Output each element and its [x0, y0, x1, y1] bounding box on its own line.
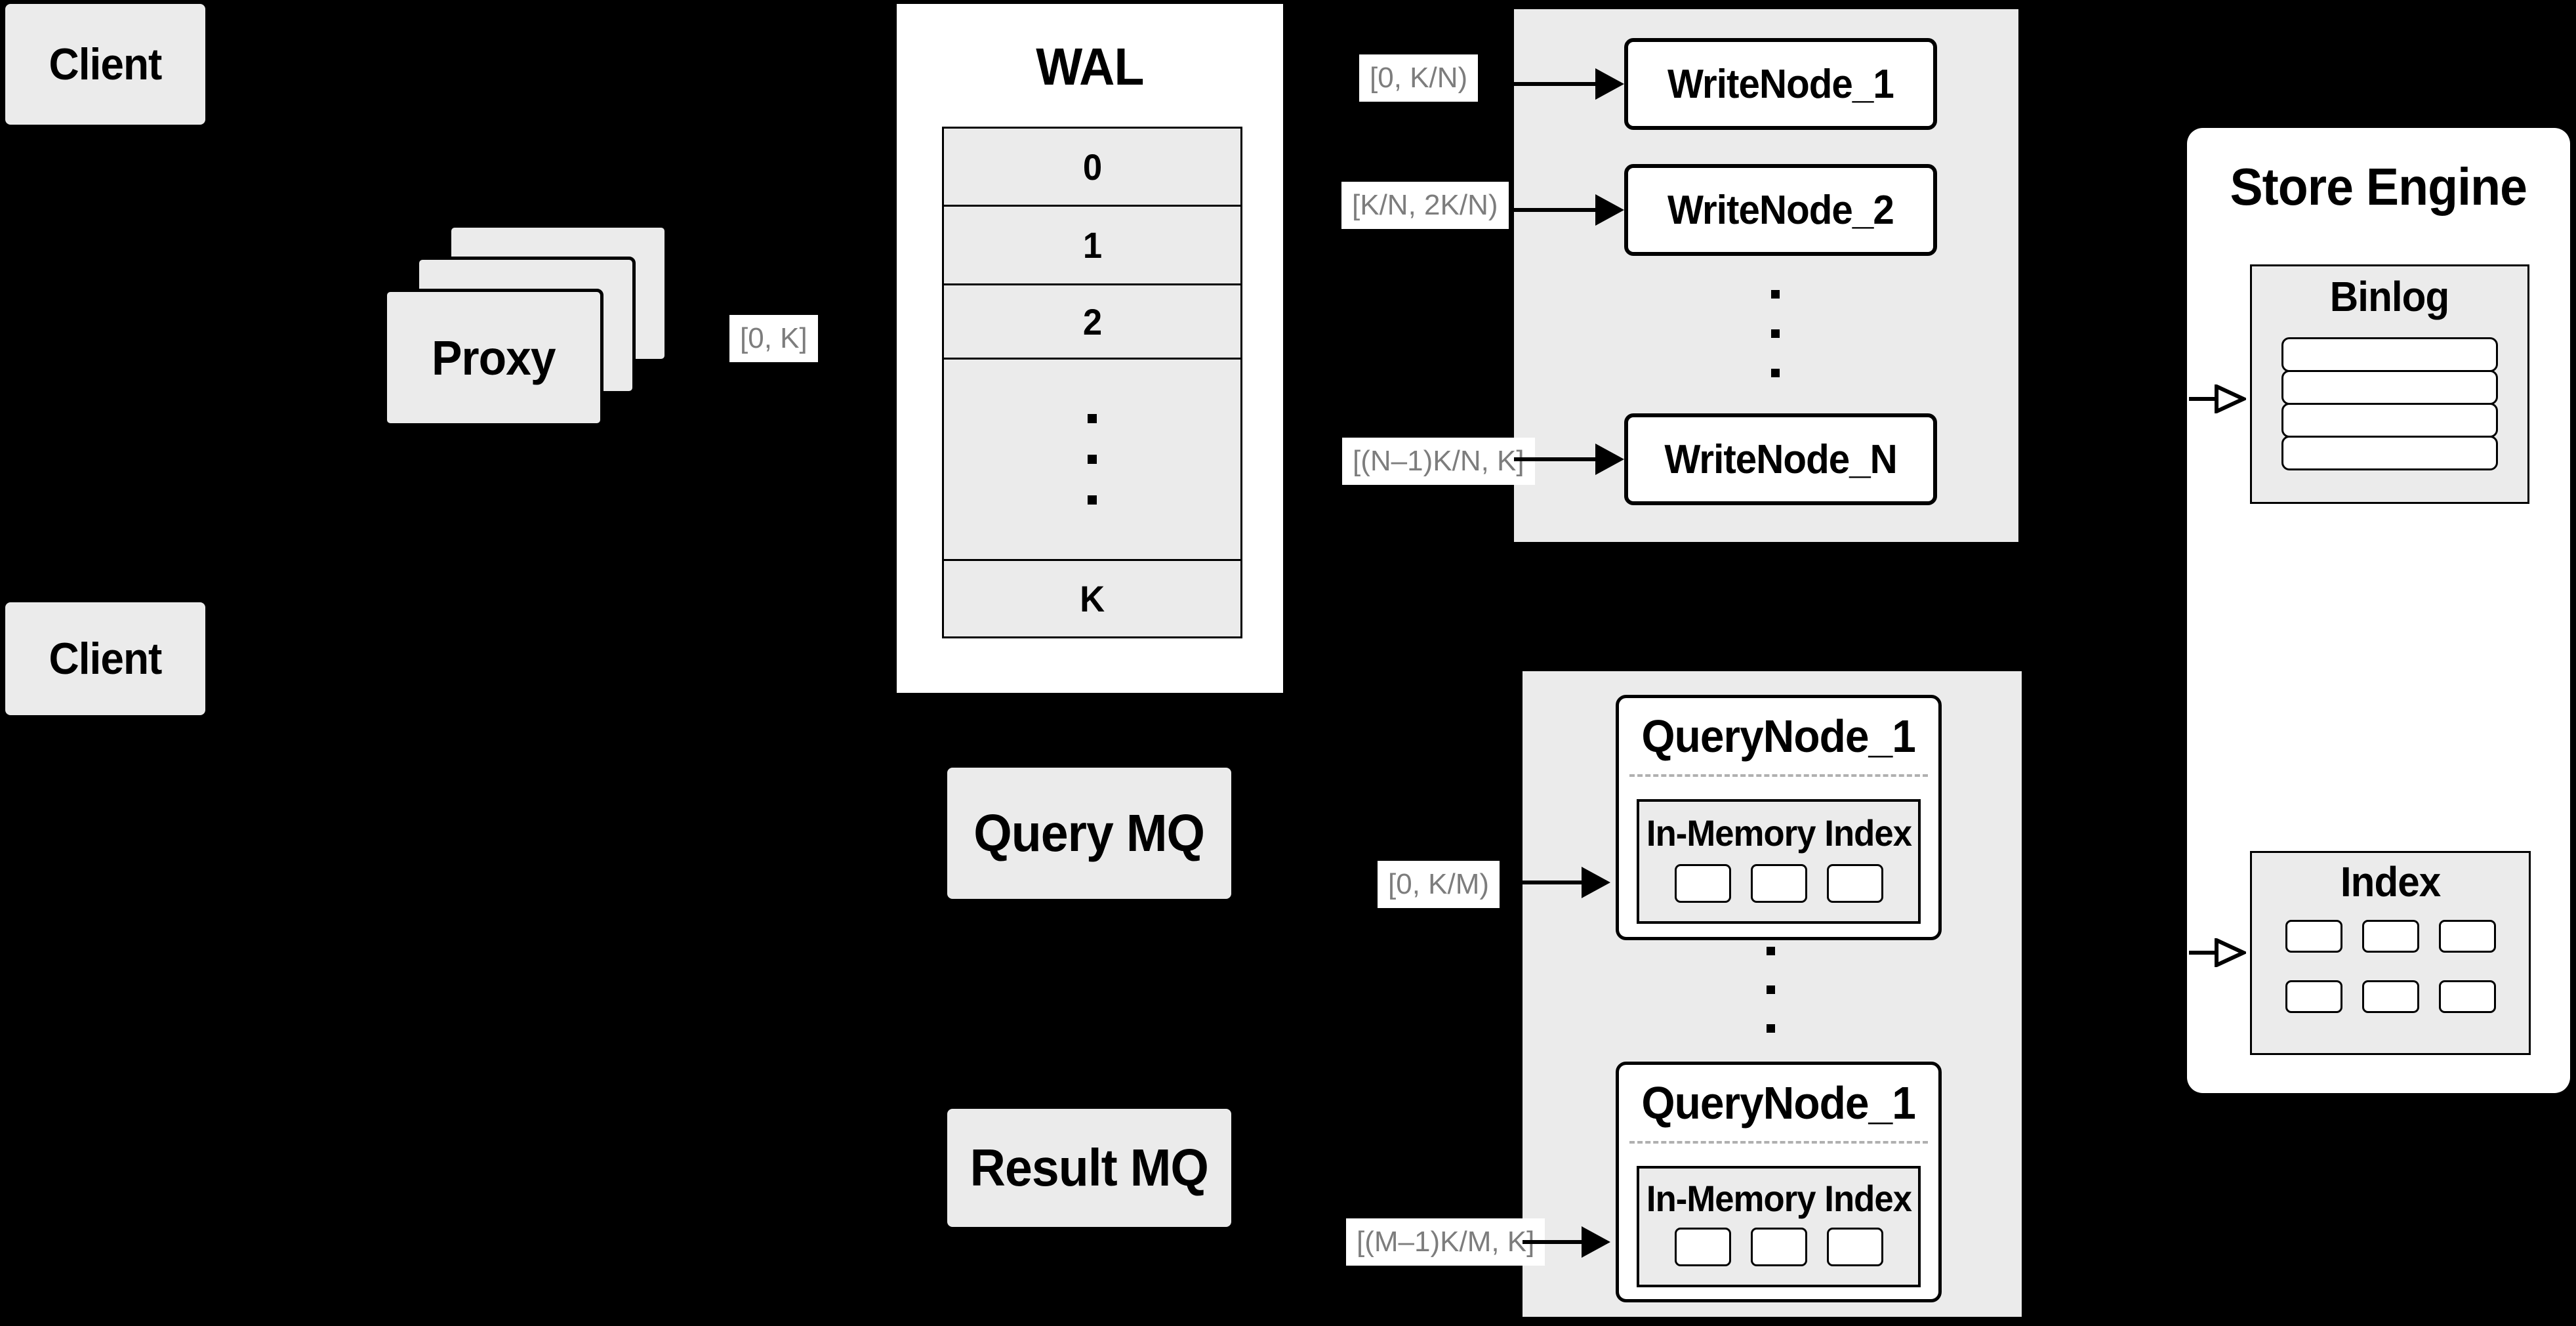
range-label-write-1: [0, K/N) [1359, 54, 1479, 102]
index-title: Index [2340, 858, 2441, 905]
index-title-wrap: Index [2252, 853, 2529, 911]
write-node-2: WriteNode_2 [1624, 164, 1937, 256]
index-cell [2361, 980, 2419, 1013]
index-cell [2438, 980, 2496, 1013]
hollow-arrow-binlog-icon [2215, 384, 2246, 413]
arrow-line-write-2 [1514, 208, 1597, 212]
wal-row-1: 1 [942, 205, 1242, 285]
inmemory-title-wrap-1: In-Memory Index [1639, 802, 1918, 864]
inmemory-title-m: In-Memory Index [1646, 1177, 1912, 1219]
segment-cell [1826, 864, 1883, 903]
arrow-line-index [2189, 951, 2217, 955]
wal-row-ellipsis [942, 358, 1242, 561]
arrow-line-write-1 [1514, 82, 1597, 86]
index-cell [2285, 920, 2342, 953]
query-mq-label: Query MQ [973, 804, 1206, 862]
binlog-title: Binlog [2330, 273, 2449, 320]
result-mq-label: Result MQ [970, 1138, 1209, 1197]
index-cell [2361, 920, 2419, 953]
write-node-n-label: WriteNode_N [1664, 436, 1897, 482]
segment-cell [1750, 864, 1807, 903]
store-engine-title: Store Engine [2230, 157, 2527, 216]
query-node-m-title-wrap: QueryNode_1 [1619, 1065, 1938, 1141]
wal-title: WAL [1036, 37, 1144, 96]
arrow-line-binlog [2189, 397, 2217, 401]
result-mq-node: Result MQ [947, 1109, 1231, 1227]
client-node-bottom: Client [5, 602, 205, 715]
arrow-head-write-2-icon [1595, 194, 1624, 226]
arrow-line-write-n [1514, 457, 1597, 461]
query-node-ellipsis-icon [1767, 947, 1775, 1033]
query-node-1-title: QueryNode_1 [1641, 711, 1916, 762]
query-node-group: QueryNode_1 In-Memory Index QueryNode_1 [1523, 671, 2022, 1317]
segment-cell [1826, 1228, 1883, 1266]
range-label-proxy-out: [0, K] [729, 315, 818, 363]
inmemory-title-1: In-Memory Index [1646, 812, 1912, 854]
wal-title-wrap: WAL [897, 35, 1283, 98]
hollow-arrow-index-icon [2215, 938, 2246, 967]
range-label-query-m: [(M–1)K/M, K] [1346, 1218, 1545, 1266]
write-node-n: WriteNode_N [1624, 413, 1937, 505]
query-node-1-separator [1629, 774, 1928, 777]
write-node-group: WriteNode_1 WriteNode_2 WriteNode_N [1514, 9, 2018, 542]
inmemory-segments-1 [1639, 864, 1918, 903]
index-box: Index [2250, 851, 2531, 1055]
wal-row-1-label: 1 [1082, 224, 1102, 266]
client-top-label: Client [49, 39, 163, 89]
wal-row-2: 2 [942, 283, 1242, 360]
segment-cell [1674, 1228, 1731, 1266]
write-node-1: WriteNode_1 [1624, 38, 1937, 130]
query-node-m-separator [1629, 1141, 1928, 1144]
binlog-title-wrap: Binlog [2252, 266, 2527, 327]
query-node-m: QueryNode_1 In-Memory Index [1616, 1062, 1942, 1302]
arrow-head-query-1-icon [1582, 867, 1610, 898]
arrow-head-write-1-icon [1595, 68, 1624, 100]
binlog-row [2281, 403, 2498, 438]
wal-container: WAL 0 1 2 K [897, 4, 1283, 693]
binlog-row [2281, 337, 2498, 372]
index-cells-row-1 [2252, 920, 2529, 953]
segment-cell [1750, 1228, 1807, 1266]
write-node-ellipsis-icon [1771, 290, 1780, 377]
arrow-head-query-m-icon [1582, 1226, 1610, 1258]
query-node-1: QueryNode_1 In-Memory Index [1616, 695, 1942, 940]
binlog-rows [2281, 337, 2498, 470]
binlog-row [2281, 370, 2498, 405]
range-label-query-1: [0, K/M) [1378, 861, 1500, 909]
inmemory-segments-m [1639, 1228, 1918, 1266]
write-node-1-label: WriteNode_1 [1667, 61, 1894, 107]
index-cells-row-2 [2252, 980, 2529, 1013]
range-label-write-2: [K/N, 2K/N) [1341, 182, 1509, 230]
binlog-row [2281, 436, 2498, 470]
wal-row-k: K [942, 559, 1242, 638]
inmemory-title-wrap-m: In-Memory Index [1639, 1169, 1918, 1228]
wal-row-0-label: 0 [1082, 146, 1102, 188]
index-cell [2285, 980, 2342, 1013]
client-node-top: Client [5, 4, 205, 125]
query-node-m-inmemory-index: In-Memory Index [1637, 1166, 1921, 1287]
index-cell [2438, 920, 2496, 953]
arrow-line-query-m [1523, 1240, 1583, 1244]
wal-row-k-label: K [1080, 578, 1105, 619]
wal-row-0: 0 [942, 127, 1242, 207]
write-node-2-label: WriteNode_2 [1667, 187, 1894, 233]
client-bottom-label: Client [49, 634, 163, 684]
binlog-box: Binlog [2250, 264, 2529, 504]
query-node-m-title: QueryNode_1 [1641, 1077, 1916, 1129]
query-node-1-title-wrap: QueryNode_1 [1619, 698, 1938, 774]
store-engine-title-wrap: Store Engine [2187, 155, 2570, 218]
wal-ellipsis-icon [1088, 414, 1097, 505]
range-label-write-n: [(N–1)K/N, K] [1342, 438, 1535, 486]
wal-row-2-label: 2 [1082, 300, 1102, 342]
proxy-label: Proxy [432, 330, 556, 385]
segment-cell [1674, 864, 1731, 903]
arrow-line-query-1 [1523, 881, 1583, 884]
arrow-head-write-n-icon [1595, 444, 1624, 475]
store-engine: Store Engine Binlog Index [2187, 128, 2570, 1093]
query-node-1-inmemory-index: In-Memory Index [1637, 799, 1921, 924]
proxy-node: Proxy [384, 289, 603, 426]
query-mq-node: Query MQ [947, 768, 1231, 899]
